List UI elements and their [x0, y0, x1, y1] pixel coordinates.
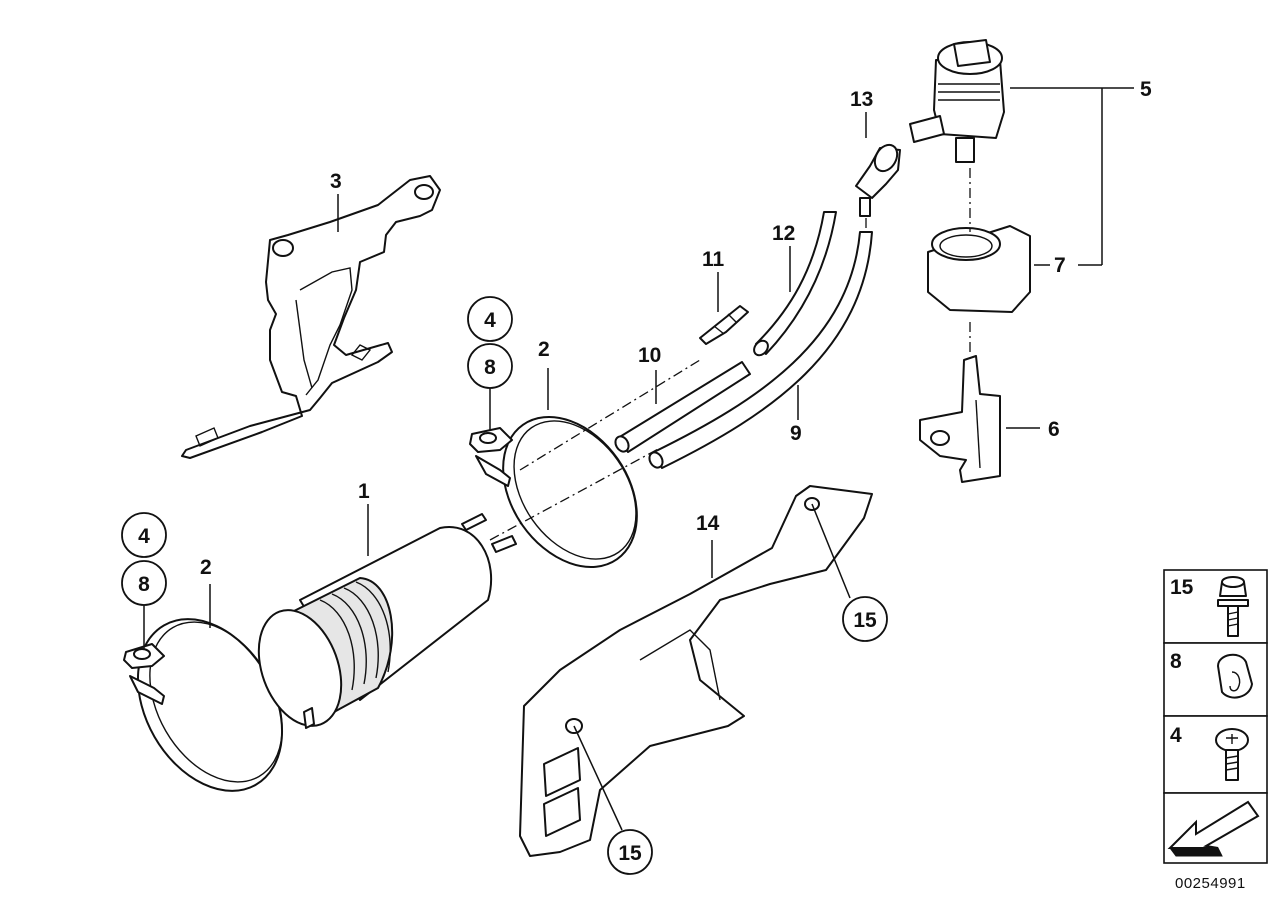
circled-callout-8-lower: 8 — [121, 560, 167, 606]
part-canister-1 — [257, 513, 517, 729]
circled-callout-15-lower: 15 — [607, 829, 653, 875]
legend-item-8: 8 — [1170, 650, 1253, 699]
hardware-legend: 15 8 4 — [1163, 569, 1268, 864]
part-ring-7 — [927, 225, 1031, 313]
svg-text:15: 15 — [853, 609, 877, 632]
circled-callout-4-lower: 4 — [121, 512, 167, 558]
callout-11: 11 — [702, 248, 725, 271]
circled-callout-4-upper: 4 — [467, 296, 513, 342]
bolt-with-washer-icon — [1217, 576, 1249, 637]
part-bracket-3 — [181, 175, 441, 459]
legend-item-4: 4 — [1170, 724, 1249, 781]
svg-text:4: 4 — [484, 309, 496, 332]
svg-text:8: 8 — [1170, 650, 1182, 673]
part-holder-6 — [919, 355, 1001, 483]
part-hose-12 — [753, 211, 837, 357]
part-valve-5 — [909, 39, 1005, 163]
svg-text:8: 8 — [138, 573, 150, 596]
callout-14: 14 — [696, 512, 720, 535]
callout-2-upper: 2 — [538, 338, 550, 361]
callout-12: 12 — [772, 222, 795, 245]
callout-5: 5 — [1140, 78, 1152, 101]
legend-item-15: 15 — [1170, 576, 1249, 637]
part-connector-11 — [699, 305, 749, 345]
document-number: 00254991 — [1175, 875, 1246, 892]
rubber-grommet-icon — [1217, 653, 1253, 699]
part-clamp-2-upper — [469, 416, 638, 568]
callout-13: 13 — [850, 88, 873, 111]
callout-6: 6 — [1048, 418, 1060, 441]
callout-2-lower: 2 — [200, 556, 212, 579]
part-elbow-13 — [855, 143, 901, 217]
callout-10: 10 — [638, 344, 661, 367]
svg-text:4: 4 — [138, 525, 150, 548]
direction-arrow-icon — [1167, 800, 1260, 857]
svg-text:15: 15 — [618, 842, 642, 865]
callout-1: 1 — [358, 480, 370, 503]
svg-text:8: 8 — [484, 356, 496, 379]
part-clamp-2-lower — [123, 618, 284, 792]
svg-text:4: 4 — [1170, 724, 1182, 747]
callout-9: 9 — [790, 422, 802, 445]
svg-text:15: 15 — [1170, 576, 1194, 599]
circled-callout-15-upper: 15 — [842, 596, 888, 642]
part-hose-9 — [648, 231, 873, 469]
part-hose-10 — [614, 361, 751, 453]
callout-3: 3 — [330, 170, 342, 193]
screw-icon — [1215, 728, 1249, 781]
callout-7: 7 — [1054, 254, 1066, 277]
circled-callout-8-upper: 8 — [467, 343, 513, 389]
part-cover-14 — [519, 485, 873, 857]
